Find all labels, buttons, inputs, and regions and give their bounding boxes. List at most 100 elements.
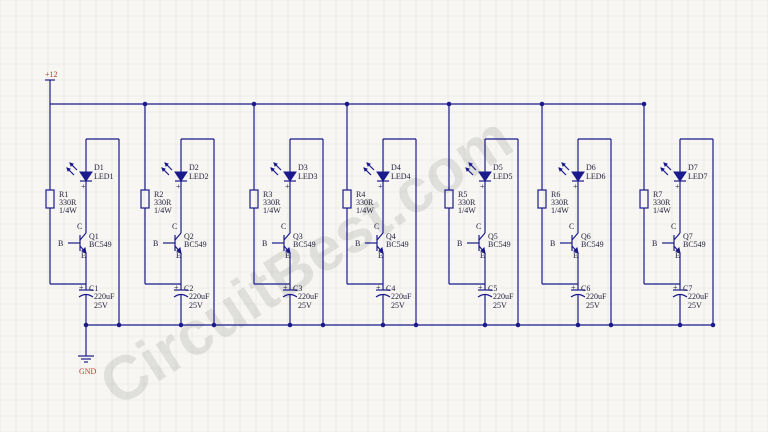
resistor-ref: R1 xyxy=(59,190,68,199)
pin-c: C xyxy=(671,222,676,231)
led-label: LED1 xyxy=(94,172,114,181)
capacitor-ref: C3 xyxy=(293,284,302,293)
transistor-ref: Q1 xyxy=(89,232,99,241)
resistor-value: 330R xyxy=(653,198,671,207)
led-label: LED7 xyxy=(688,172,708,181)
pin-c: C xyxy=(281,222,286,231)
svg-text:+: + xyxy=(285,182,290,191)
transistor-type: BC549 xyxy=(184,240,207,249)
resistor-value: 330R xyxy=(263,198,281,207)
capacitor-voltage: 25V xyxy=(493,301,507,310)
capacitor-voltage: 25V xyxy=(688,301,702,310)
supply-label: +12 xyxy=(45,70,58,79)
resistor-ref: R6 xyxy=(551,190,560,199)
transistor-ref: Q5 xyxy=(488,232,498,241)
capacitor-voltage: 25V xyxy=(94,301,108,310)
resistor-power: 1/4W xyxy=(356,206,374,215)
capacitor-ref: C1 xyxy=(89,284,98,293)
svg-text:+: + xyxy=(478,283,483,292)
resistor-body xyxy=(140,189,150,209)
pin-e: E xyxy=(675,251,680,260)
svg-text:+: + xyxy=(573,182,578,191)
capacitor-ref: C2 xyxy=(184,284,193,293)
pin-e: E xyxy=(81,251,86,260)
svg-text:+: + xyxy=(79,283,84,292)
pin-b: B xyxy=(550,239,555,248)
pin-e: E xyxy=(285,251,290,260)
led-ref: D7 xyxy=(688,163,698,172)
capacitor-value: 220uF xyxy=(298,292,319,301)
resistor-ref: R4 xyxy=(356,190,365,199)
led-ref: D6 xyxy=(586,163,596,172)
resistor-power: 1/4W xyxy=(263,206,281,215)
transistor-type: BC549 xyxy=(581,240,604,249)
led-icon xyxy=(478,171,492,182)
capacitor-ref: C6 xyxy=(581,284,590,293)
watermark-text: CircuitBest.com xyxy=(88,103,524,420)
led-ref: D3 xyxy=(298,163,308,172)
pin-e: E xyxy=(378,251,383,260)
capacitor-voltage: 25V xyxy=(391,301,405,310)
pin-b: B xyxy=(355,239,360,248)
led-label: LED4 xyxy=(391,172,411,181)
svg-text:+: + xyxy=(283,283,288,292)
resistor-body xyxy=(639,189,649,209)
led-label: LED6 xyxy=(586,172,606,181)
transistor-type: BC549 xyxy=(488,240,511,249)
resistor-value: 330R xyxy=(154,198,172,207)
led-label: LED5 xyxy=(493,172,513,181)
resistor-body xyxy=(249,189,259,209)
led-label: LED3 xyxy=(298,172,318,181)
transistor-type: BC549 xyxy=(683,240,706,249)
svg-text:+: + xyxy=(176,182,181,191)
pin-c: C xyxy=(374,222,379,231)
resistor-ref: R7 xyxy=(653,190,662,199)
transistor-ref: Q6 xyxy=(581,232,591,241)
capacitor-ref: C7 xyxy=(683,284,692,293)
capacitor-voltage: 25V xyxy=(586,301,600,310)
capacitor-ref: C5 xyxy=(488,284,497,293)
pin-b: B xyxy=(153,239,158,248)
pin-c: C xyxy=(77,222,82,231)
resistor-power: 1/4W xyxy=(653,206,671,215)
pin-e: E xyxy=(573,251,578,260)
led-icon xyxy=(571,171,585,182)
stages-group: R1330R1/4W+D1LED1BCEQ1BC549+C1220uF25VR2… xyxy=(45,104,714,325)
resistor-value: 330R xyxy=(458,198,476,207)
led-icon xyxy=(79,171,93,182)
capacitor-value: 220uF xyxy=(586,292,607,301)
transistor-ref: Q4 xyxy=(386,232,396,241)
pin-e: E xyxy=(480,251,485,260)
pin-c: C xyxy=(476,222,481,231)
transistor-type: BC549 xyxy=(293,240,316,249)
svg-text:+: + xyxy=(673,283,678,292)
transistor-type: BC549 xyxy=(386,240,409,249)
resistor-power: 1/4W xyxy=(458,206,476,215)
resistor-value: 330R xyxy=(59,198,77,207)
svg-text:+: + xyxy=(378,182,383,191)
transistor-ref: Q2 xyxy=(184,232,194,241)
led-ref: D5 xyxy=(493,163,503,172)
led-ref: D2 xyxy=(189,163,199,172)
resistor-ref: R5 xyxy=(458,190,467,199)
capacitor-ref: C4 xyxy=(386,284,395,293)
svg-text:+: + xyxy=(480,182,485,191)
transistor-ref: Q3 xyxy=(293,232,303,241)
resistor-power: 1/4W xyxy=(551,206,569,215)
pin-b: B xyxy=(457,239,462,248)
led-label: LED2 xyxy=(189,172,209,181)
pin-c: C xyxy=(569,222,574,231)
led-ref: D4 xyxy=(391,163,401,172)
pin-c: C xyxy=(172,222,177,231)
resistor-ref: R2 xyxy=(154,190,163,199)
led-icon xyxy=(174,171,188,182)
